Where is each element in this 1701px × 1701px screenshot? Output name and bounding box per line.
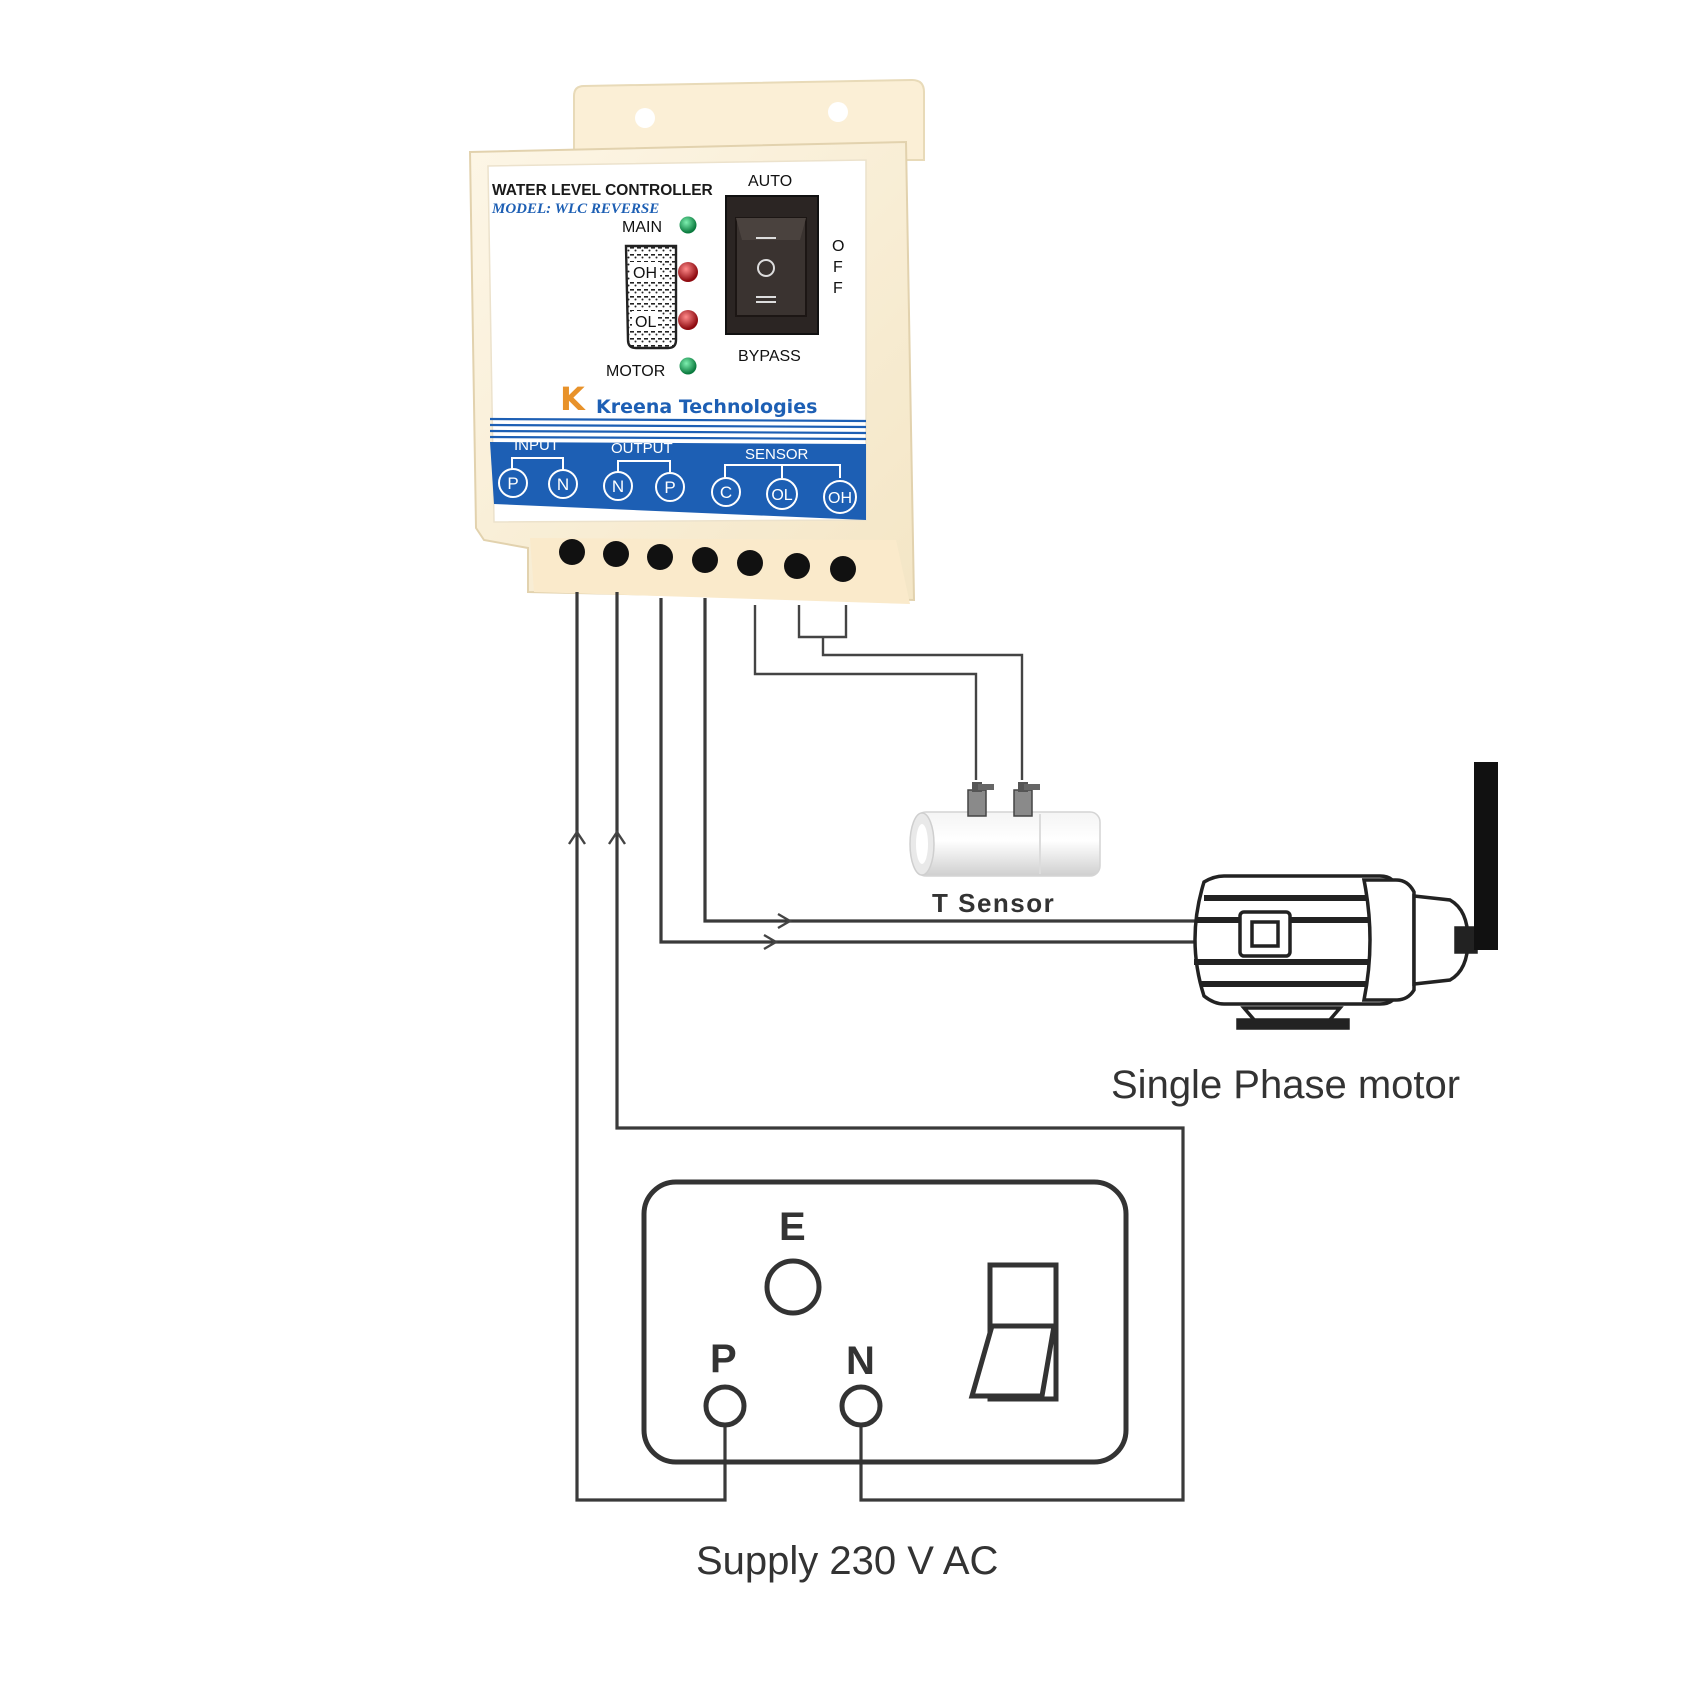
controller-model: MODEL: WLC REVERSE — [491, 201, 659, 217]
oh-label: OH — [633, 265, 657, 282]
terminal-hole-2 — [603, 541, 629, 567]
socket-label-e: E — [779, 1205, 806, 1249]
ol-label: OL — [635, 314, 656, 331]
terminal-badge-input-p: P — [498, 468, 528, 498]
wire-sensor-c — [753, 605, 978, 780]
terminal-hole-5 — [737, 550, 763, 576]
switch-bypass-label: BYPASS — [738, 348, 801, 365]
main-led — [679, 216, 697, 234]
arrow-input-p — [568, 829, 586, 845]
terminal-badge-input-n: N — [548, 469, 578, 499]
motor-indicator-label: MOTOR — [606, 363, 665, 380]
switch-off-letter-2: F — [833, 259, 843, 276]
group-brackets — [511, 457, 841, 478]
mounting-hole-right — [828, 102, 848, 122]
oh-label-bg — [630, 262, 660, 282]
wire-input-p — [575, 592, 727, 1502]
motor-icon — [1193, 874, 1478, 1030]
terminal-badge-output-p: P — [655, 472, 685, 502]
svg-text:C: C — [720, 483, 732, 502]
svg-text:OH: OH — [828, 490, 852, 507]
terminal-hole-1 — [559, 539, 585, 565]
socket-label-n: N — [846, 1339, 875, 1383]
terminal-holes — [559, 539, 856, 582]
switch-auto-label: AUTO — [748, 173, 792, 190]
terminal-badge-sensor-oh: OH — [823, 480, 857, 514]
mounting-hole-left — [635, 108, 655, 128]
motor-antenna — [1474, 762, 1498, 950]
tank-icon — [624, 244, 678, 350]
switch-off-letter-1: O — [832, 238, 844, 255]
rocker-switch-icon[interactable] — [725, 195, 819, 335]
terminal-hole-3 — [647, 544, 673, 570]
arrow-input-n — [608, 829, 626, 845]
socket-plate — [641, 1179, 1129, 1465]
arrow-output-p — [763, 933, 779, 951]
svg-text:N: N — [557, 475, 569, 494]
ol-label-bg — [632, 311, 658, 331]
oh-led — [678, 262, 698, 282]
supply-label: Supply 230 V AC — [696, 1539, 998, 1583]
wire-output-p — [703, 598, 1244, 923]
terminal-hole-4 — [692, 547, 718, 573]
terminal-badge-output-n: N — [603, 471, 633, 501]
sensor-probe-left — [967, 782, 994, 817]
terminal-hole-6 — [784, 553, 810, 579]
socket-label-p: P — [710, 1337, 737, 1381]
terminal-label-band — [490, 442, 866, 520]
motor-label: Single Phase motor — [1111, 1063, 1460, 1107]
group-input-label: INPUT — [514, 437, 559, 454]
socket-hole-p — [703, 1384, 747, 1428]
t-sensor-label: T Sensor — [932, 888, 1055, 918]
switch-off-letter-3: F — [833, 280, 843, 297]
socket-switch-icon[interactable] — [968, 1262, 1059, 1402]
wire-sensor-link — [797, 605, 848, 639]
wire-input-n — [615, 592, 1185, 1502]
mounting-plate — [573, 78, 925, 161]
wire-output-n — [659, 598, 1244, 944]
ol-led — [678, 310, 698, 330]
wire-sensor-ol — [821, 637, 1024, 780]
main-label: MAIN — [622, 219, 662, 236]
blue-stripes — [489, 417, 867, 441]
svg-text:P: P — [664, 478, 675, 497]
motor-led — [679, 357, 697, 375]
controller-title: WATER LEVEL CONTROLLER — [492, 182, 713, 199]
terminal-badge-sensor-c: C — [711, 477, 741, 507]
arrow-output-n — [777, 912, 793, 930]
brand-name: Kreena Technologies — [596, 396, 817, 418]
brand-logo: K — [560, 380, 586, 418]
svg-text:N: N — [612, 477, 624, 496]
t-sensor-icon — [909, 782, 1101, 877]
svg-text:P: P — [507, 474, 518, 493]
group-sensor-label: SENSOR — [745, 446, 809, 463]
terminal-hole-7 — [830, 556, 856, 582]
water-level-controller: WATER LEVEL CONTROLLER MODEL: WLC REVERS… — [468, 78, 925, 604]
supply-socket: E P N — [641, 1179, 1129, 1465]
group-output-label: OUTPUT — [611, 440, 673, 457]
sensor-probe-right — [1013, 782, 1040, 817]
socket-hole-n — [839, 1384, 883, 1428]
svg-text:OL: OL — [771, 487, 792, 504]
terminal-badges: P N N P C OL O — [498, 468, 857, 514]
terminal-badge-sensor-ol: OL — [766, 478, 798, 510]
wiring — [568, 592, 1244, 1502]
socket-hole-e — [764, 1258, 822, 1316]
